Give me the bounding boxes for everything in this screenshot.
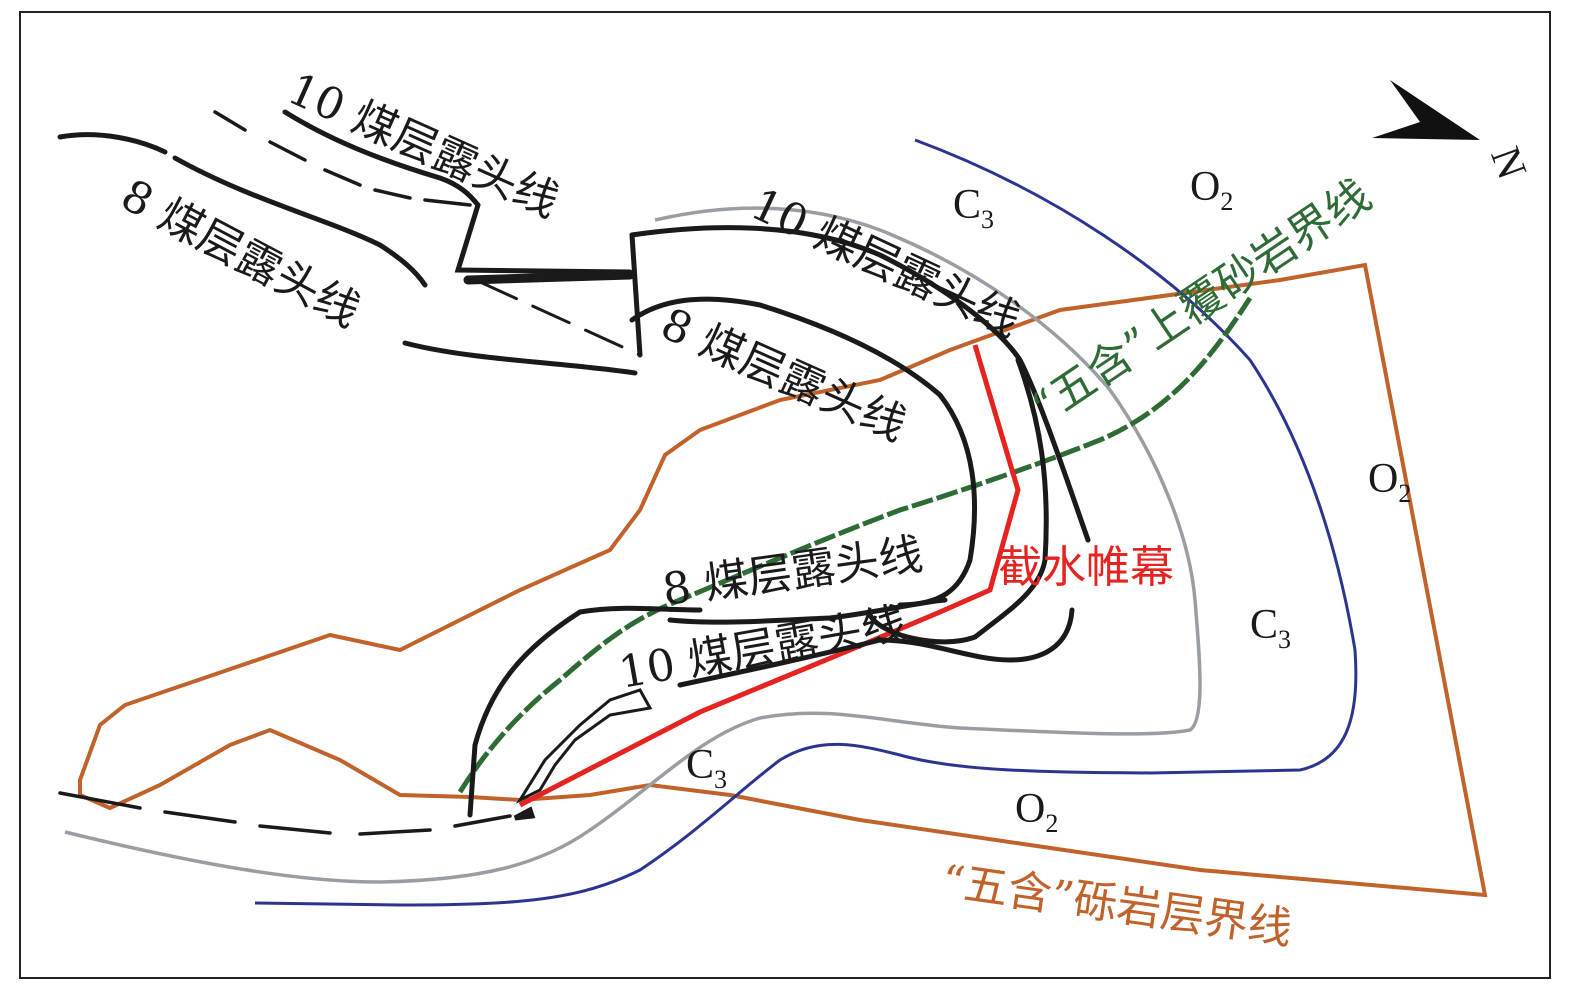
stratum-label: C3 [953,182,994,234]
water-curtain-line [518,344,1021,808]
c3-boundary-line [64,206,1202,884]
stratum-label: O2 [1368,456,1411,508]
o2-boundary-line [254,138,1358,907]
stratum-label: O2 [1015,786,1058,838]
conglomerate-boundary-line [78,262,1488,898]
stratum-label: C3 [1250,602,1291,654]
coal-seam-lines [57,109,1091,836]
map-frame [19,11,1551,979]
stratum-label: O2 [1190,164,1233,216]
water-curtain-label: 截水帷幕 [998,542,1174,593]
sandstone-boundary-line [457,296,1253,794]
stratum-label: C3 [686,742,727,794]
